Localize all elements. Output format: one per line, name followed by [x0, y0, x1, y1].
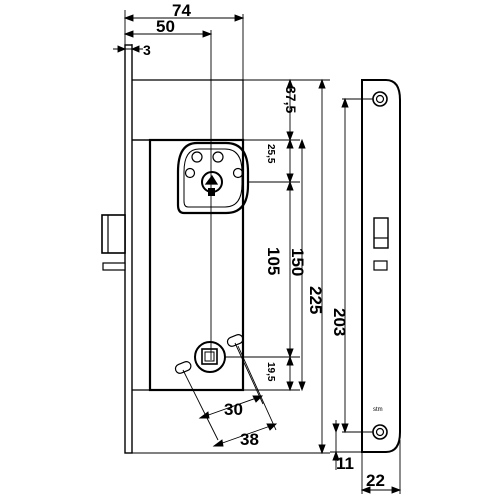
label-hole-spacing: 203: [330, 308, 349, 336]
fixing-hole-right: [226, 334, 244, 347]
label-backset: 50: [156, 17, 175, 36]
cylinder-housing-inner: [183, 148, 243, 208]
latch-bolt: [101, 214, 126, 254]
strike-hole-top-inner: [375, 94, 385, 104]
auxiliary-catch: [102, 262, 126, 271]
dim-30-arrows: [198, 395, 264, 419]
dim-50-arrows: [123, 30, 213, 38]
dim-105-arrows: [286, 180, 294, 359]
dim-30-line: [199, 395, 263, 419]
strike-latch-opening: [373, 217, 389, 249]
dim-top-offset-arrows: [286, 78, 294, 142]
dim-203-arrows: [341, 97, 349, 434]
case-upper-outline: [132, 79, 244, 141]
dim-3-arrows: [117, 45, 140, 53]
dim-22-arrows: [360, 486, 402, 494]
screw-hole-3: [184, 167, 196, 179]
follower-square-inner: [204, 351, 215, 362]
ext-angle-a: [182, 369, 219, 441]
strike-hole-bottom-inner: [375, 427, 385, 437]
keyhole-notch: [204, 174, 219, 185]
dim-11-arrows: [332, 423, 340, 461]
cylinder-housing: [176, 141, 250, 215]
label-angle-outer: 38: [240, 430, 259, 449]
label-faceplate-thickness: 3: [143, 42, 151, 58]
dimension-lines: [113, 10, 402, 494]
faceplate: [124, 44, 133, 454]
label-overall-width: 74: [172, 1, 191, 20]
label-faceplate-length: 225: [306, 286, 325, 314]
strike-plate-outline: [361, 79, 401, 453]
case-body: [148, 138, 245, 392]
ext-angle-c: [237, 345, 277, 431]
follower-hub: [194, 341, 226, 373]
fixing-hole-left: [174, 361, 192, 374]
label-cylinder-offset: 25,5: [265, 144, 276, 164]
label-follower-distance: 105: [264, 247, 283, 275]
dim-cyl-offset-arrows: [286, 138, 294, 184]
follower-square: [201, 348, 218, 365]
screw-hole-2: [212, 151, 224, 163]
label-strike-bottom: 11: [336, 454, 354, 473]
label-body-height: 150: [288, 248, 307, 276]
label-bottom-offset: 19,5: [265, 362, 276, 382]
screw-hole-1: [191, 151, 203, 163]
label-top-offset: 37,5: [283, 86, 299, 113]
lock-body: [101, 44, 250, 454]
strike-hole-bottom: [372, 424, 388, 440]
label-strike-width: 22: [366, 471, 385, 490]
dimension-labels: 74 50 3 37,5 25,5 105 150 225 203 19,5 3…: [143, 1, 385, 490]
strike-catch-opening: [373, 260, 388, 271]
ext-angle-b: [234, 342, 264, 405]
dim-225-arrows: [318, 78, 326, 455]
dim-bottom-offset-arrows: [286, 355, 294, 392]
dim-38-arrows: [212, 423, 278, 447]
dim-74-arrows: [123, 14, 245, 22]
strike-plate: stm: [361, 79, 401, 453]
strike-mark: stm: [373, 407, 383, 413]
dim-38-line: [213, 423, 277, 447]
strike-hole-top: [372, 91, 388, 107]
dim-150-arrows: [298, 138, 306, 392]
screw-hole-4: [232, 167, 244, 179]
keyhole-slot: [208, 188, 215, 196]
label-angle-inner: 30: [224, 400, 243, 419]
